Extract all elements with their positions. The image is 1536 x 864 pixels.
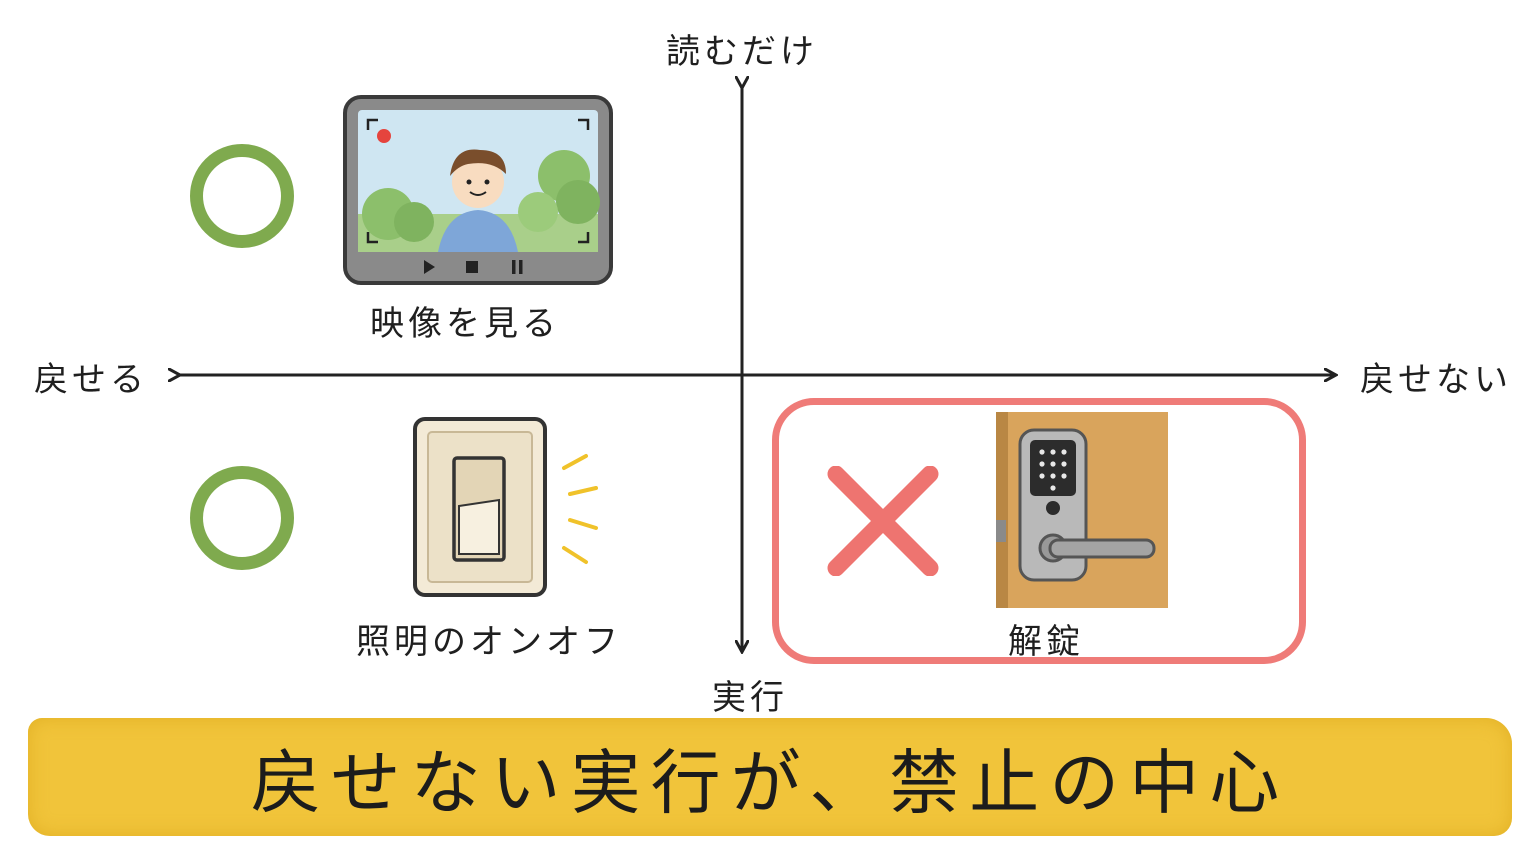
cross-ng-icon: [827, 466, 939, 576]
conclusion-banner: 戻せない実行が、禁止の中心: [28, 718, 1512, 836]
banner-text: 戻せない実行が、禁止の中心: [250, 741, 1290, 824]
label-light-toggle: 照明のオンオフ: [356, 622, 622, 662]
circle-ok-icon: [190, 466, 294, 570]
label-view-video: 映像を見る: [370, 304, 560, 344]
axis-label-left: 戻せる: [34, 360, 148, 400]
label-unlock: 解錠: [1008, 622, 1084, 662]
light-switch-icon: [413, 417, 598, 597]
axis-label-top: 読むだけ: [666, 32, 818, 72]
circle-ok-icon: [190, 144, 294, 248]
axis-label-right: 戻せない: [1360, 360, 1512, 400]
smart-lock-icon: [996, 412, 1168, 608]
axis-label-bottom: 実行: [712, 678, 788, 718]
video-monitor-icon: [343, 95, 613, 285]
forbidden-highlight-box: [772, 398, 1306, 664]
